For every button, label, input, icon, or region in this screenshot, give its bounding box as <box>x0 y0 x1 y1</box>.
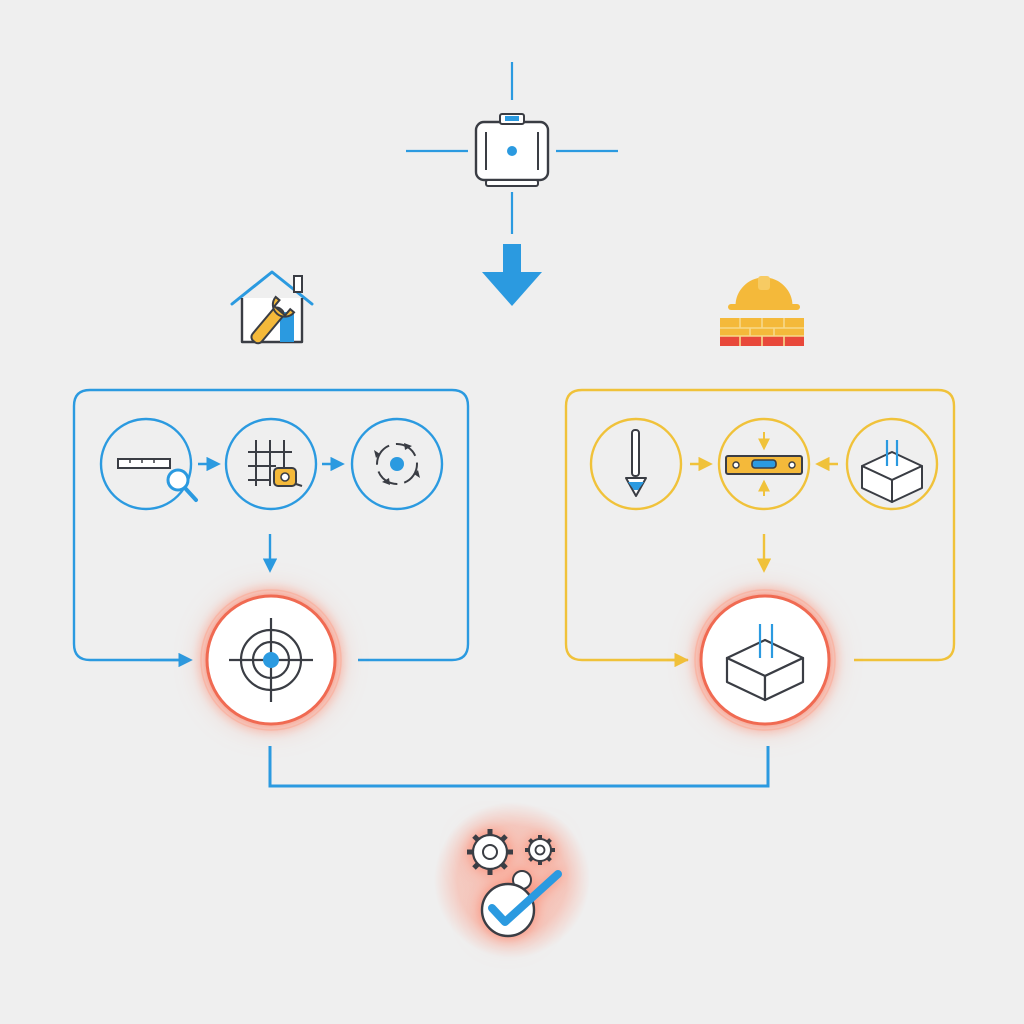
ruler-magnifier-icon <box>99 417 198 511</box>
down-arrow-icon <box>482 244 542 306</box>
laser-level-icon <box>406 62 618 234</box>
merge-connector <box>268 746 770 788</box>
gears-checkmark-icon <box>434 802 590 958</box>
grid-tape-measure-icon <box>224 417 318 511</box>
spirit-level-icon <box>717 417 811 511</box>
concrete-block-icon <box>685 580 845 740</box>
crosshair-target-icon <box>191 580 351 740</box>
house-wrench-icon <box>230 270 314 345</box>
block-rebar-icon <box>845 417 939 511</box>
rotation-target-icon <box>350 417 444 511</box>
left-process-panel <box>72 388 470 740</box>
hardhat-bricks-icon <box>720 276 804 346</box>
plumb-bob-icon <box>589 417 683 511</box>
right-process-panel <box>564 388 956 740</box>
